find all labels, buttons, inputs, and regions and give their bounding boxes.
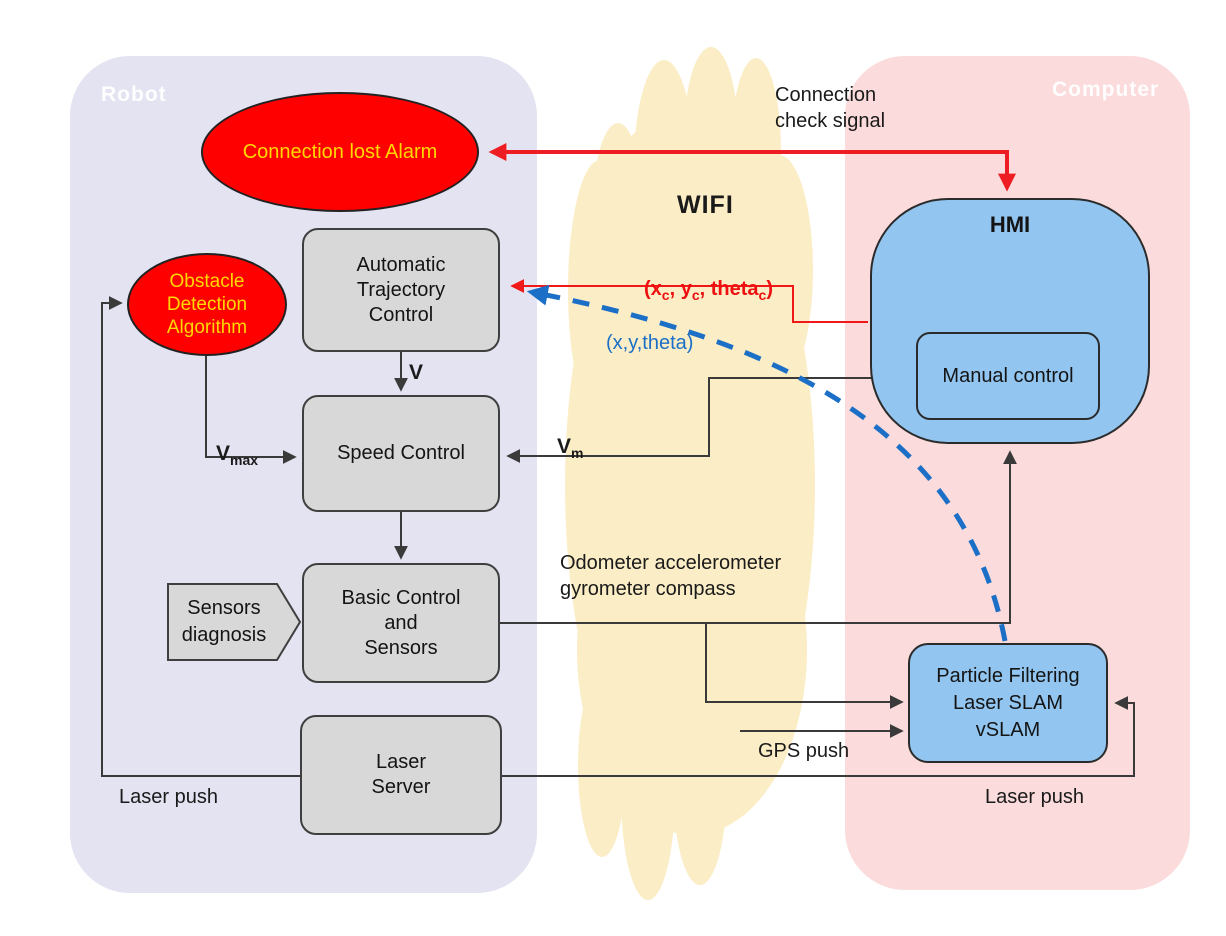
pose-command-label: (xc, yc, thetac) [644,278,774,303]
laser-push-right-label: Laser push [985,786,1084,808]
obstacle-detection-label: Obstacle Detection Algorithm [166,271,248,338]
gps-push-label: GPS push [758,740,850,762]
automatic-trajectory-control-node: Automatic Trajectory Control [302,228,500,352]
edge-manual-to-speed [506,377,916,463]
edge-odometer-to-particle [705,623,904,709]
obstacle-detection-node: Obstacle Detection Algorithm [127,253,287,356]
manual-control-node: Manual control [916,332,1100,420]
pose-feedback-label: (x,y,theta) [606,332,694,354]
manual-control-label: Manual control [942,364,1074,387]
sensors-diagnosis-label: Sensors diagnosis [181,597,267,646]
v-label: V [409,361,424,384]
edge-vmax [205,356,297,464]
connection-check-label: Connection check signal [775,84,886,132]
laser-push-left-label: Laser push [119,786,218,808]
odometer-label: Odometer accelerometer gyrometer compass [560,552,782,600]
speed-control-label: Speed Control [337,442,465,464]
computer-zone-label: Computer [1052,78,1160,101]
edge-laser-to-obstacle [101,296,302,777]
basic-control-sensors-node: Basic Control and Sensors [302,563,500,683]
wifi-blob [565,47,815,900]
particle-filtering-node: Particle Filtering Laser SLAM vSLAM [908,643,1108,763]
automatic-trajectory-control-label: Automatic Trajectory Control [356,253,446,326]
sensors-diagnosis-node: Sensors diagnosis [168,586,280,658]
edge-pose-feedback [526,284,1008,642]
laser-server-node: Laser Server [300,715,502,835]
basic-control-sensors-label: Basic Control and Sensors [341,586,461,659]
particle-filtering-label: Particle Filtering Laser SLAM vSLAM [936,664,1080,741]
speed-control-node: Speed Control [302,395,500,512]
laser-server-label: Laser Server [371,751,431,798]
hmi-label: HMI [989,212,1031,237]
edge-odometer-to-hmi [500,450,1017,624]
edge-laser-to-particle [502,696,1135,777]
sensors-diagnosis-shape [167,583,302,661]
connection-lost-alarm-label: Connection lost Alarm [242,140,438,163]
wifi-zone-label: WIFI [677,191,734,219]
vm-label: Vm [557,435,584,462]
vmax-label: Vmax [216,442,259,469]
edge-pose-command [510,279,868,323]
robot-zone-label: Robot [101,83,167,106]
connection-lost-alarm-node: Connection lost Alarm [201,92,479,212]
